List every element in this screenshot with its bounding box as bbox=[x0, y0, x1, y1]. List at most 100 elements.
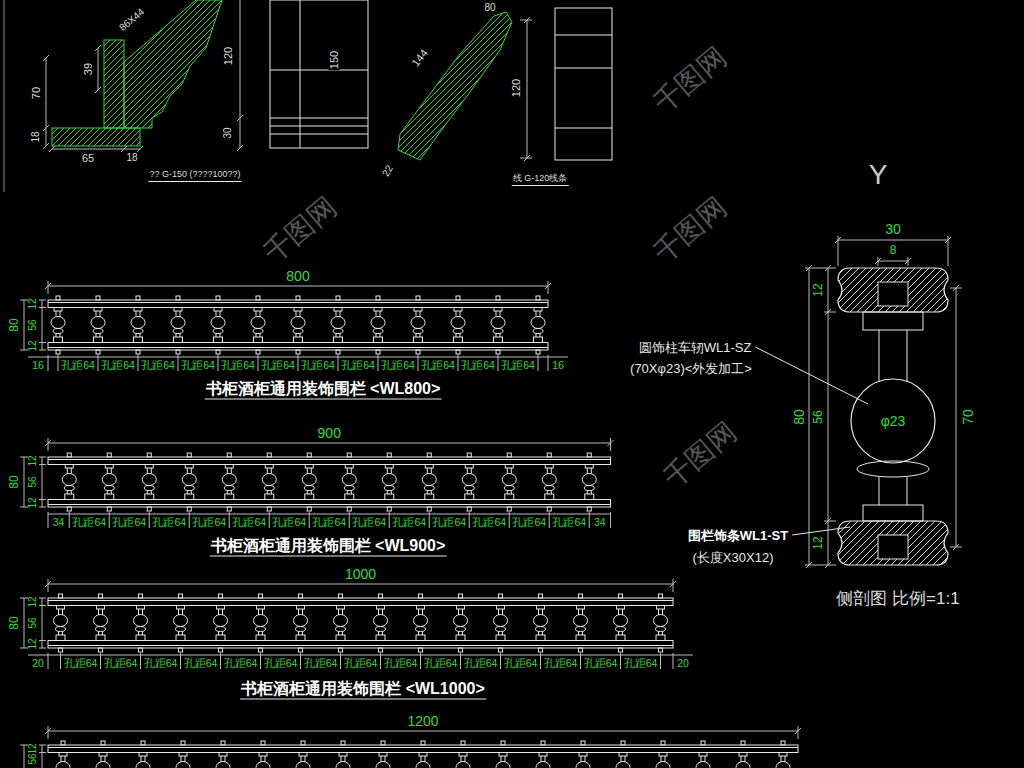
callout-text: 圆饰柱车轫WL1-SZ bbox=[638, 341, 753, 354]
dimension-tick bbox=[540, 653, 541, 669]
dimension-text: 12 bbox=[28, 595, 38, 608]
baluster-ring bbox=[544, 486, 554, 491]
baluster-neck bbox=[180, 334, 181, 338]
elevation-outline bbox=[270, 0, 368, 148]
pin bbox=[187, 507, 191, 511]
dimension-text: 800 bbox=[285, 269, 310, 283]
baluster-neck bbox=[416, 334, 417, 338]
baluster-ball bbox=[216, 762, 230, 768]
dimension-text: 120 bbox=[511, 78, 522, 98]
dimension-tick bbox=[538, 355, 539, 371]
baluster-neck bbox=[498, 609, 499, 615]
baluster-neck bbox=[547, 491, 548, 495]
baluster-neck bbox=[622, 609, 623, 615]
baluster-ball bbox=[374, 615, 388, 627]
baluster-neck bbox=[418, 609, 419, 615]
baluster-neck bbox=[262, 609, 263, 615]
dimension-text: 30 bbox=[884, 222, 902, 236]
pin bbox=[139, 648, 143, 652]
dimension-text: 80 bbox=[792, 408, 806, 426]
baluster-collar bbox=[134, 308, 142, 312]
dimension-text: 80 bbox=[8, 317, 20, 332]
baluster-collar bbox=[499, 753, 507, 757]
baluster-neck bbox=[141, 756, 142, 762]
pin bbox=[136, 350, 140, 354]
dimension-tick bbox=[548, 355, 549, 371]
baluster-ring bbox=[656, 627, 666, 632]
dimension-text: 孔距64 bbox=[551, 517, 587, 528]
pin bbox=[459, 648, 463, 652]
pin bbox=[459, 594, 463, 598]
baluster-ball bbox=[336, 762, 350, 768]
baluster-neck bbox=[342, 632, 343, 636]
dimension-text: 34 bbox=[52, 517, 66, 528]
dimension-tick bbox=[340, 653, 341, 669]
baluster-neck bbox=[71, 468, 72, 474]
baluster-neck bbox=[58, 632, 59, 636]
extension-line bbox=[838, 236, 839, 266]
baluster-neck bbox=[136, 311, 137, 317]
dimension-tick bbox=[20, 648, 28, 649]
dimension-tick bbox=[825, 265, 831, 271]
baluster-neck bbox=[151, 491, 152, 495]
dimension-text: 80 bbox=[8, 615, 20, 630]
baluster-neck bbox=[701, 756, 702, 762]
baluster-base bbox=[545, 494, 554, 500]
baluster-ball bbox=[102, 474, 116, 486]
baluster-neck bbox=[258, 632, 259, 636]
dimension-tick bbox=[824, 312, 836, 313]
baluster-collar bbox=[863, 312, 923, 330]
baluster-neck bbox=[496, 311, 497, 317]
baluster-neck bbox=[625, 756, 626, 762]
rail-line bbox=[48, 600, 673, 601]
pin bbox=[221, 741, 225, 745]
baluster-ring bbox=[136, 627, 146, 632]
dimension-text: 孔距64 bbox=[223, 658, 259, 669]
dimension-tick bbox=[953, 544, 959, 550]
baluster-neck bbox=[220, 311, 221, 317]
baluster-neck bbox=[618, 609, 619, 615]
baluster-neck bbox=[62, 632, 63, 636]
dimension-tick bbox=[39, 307, 46, 308]
pin bbox=[581, 741, 585, 745]
baluster-neck bbox=[225, 756, 226, 762]
dimension-tick bbox=[218, 355, 219, 371]
baluster-collar bbox=[699, 753, 707, 757]
baluster-ball bbox=[654, 615, 668, 627]
baluster-neck bbox=[336, 311, 337, 317]
baluster-collar bbox=[739, 753, 747, 757]
baluster-base bbox=[216, 635, 225, 641]
baluster-neck bbox=[351, 491, 352, 495]
dimension-tick bbox=[298, 355, 299, 371]
baluster-neck bbox=[618, 632, 619, 636]
dimension-tick bbox=[121, 146, 127, 152]
dimension-text: 孔距64 bbox=[300, 360, 336, 371]
baluster-collar bbox=[179, 753, 187, 757]
dimension-tick bbox=[258, 355, 259, 371]
pin bbox=[427, 453, 431, 457]
dimension-text: 20 bbox=[676, 658, 690, 669]
dimension-text: 孔距64 bbox=[63, 658, 99, 669]
dimension-text: 56 bbox=[28, 475, 38, 488]
baluster-collar bbox=[99, 753, 107, 757]
dimension-text: 孔距64 bbox=[500, 360, 536, 371]
dimension-text: 孔距64 bbox=[143, 658, 179, 669]
dimension-tick bbox=[806, 562, 812, 568]
leader-line bbox=[755, 347, 868, 404]
dimension-text: 12 bbox=[28, 497, 38, 510]
elevation-line bbox=[270, 70, 368, 71]
baluster-neck bbox=[582, 632, 583, 636]
baluster-ball bbox=[574, 615, 588, 627]
baluster-collar bbox=[97, 606, 105, 610]
pin bbox=[216, 296, 220, 300]
dimension-text: 孔距64 bbox=[503, 658, 539, 669]
baluster-ball bbox=[576, 762, 590, 768]
baluster-neck bbox=[265, 756, 266, 762]
baluster-neck bbox=[307, 491, 308, 495]
baluster-neck bbox=[781, 756, 782, 762]
baluster-neck bbox=[336, 334, 337, 338]
dimension-text: 18 bbox=[31, 130, 41, 143]
baluster-neck bbox=[460, 311, 461, 317]
baluster-neck bbox=[745, 756, 746, 762]
